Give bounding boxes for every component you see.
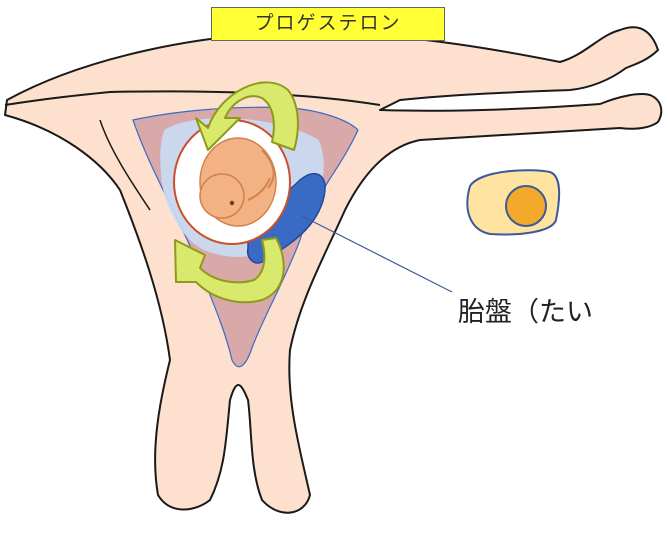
ovary-icon: [467, 170, 559, 234]
uterus-body: [5, 27, 661, 513]
follicle: [506, 186, 546, 226]
hormone-label: プロゲステロン: [211, 7, 445, 41]
placenta-label: 胎盤（たい: [458, 290, 593, 329]
fetus-eye: [230, 201, 234, 205]
fetus-head: [200, 174, 244, 218]
